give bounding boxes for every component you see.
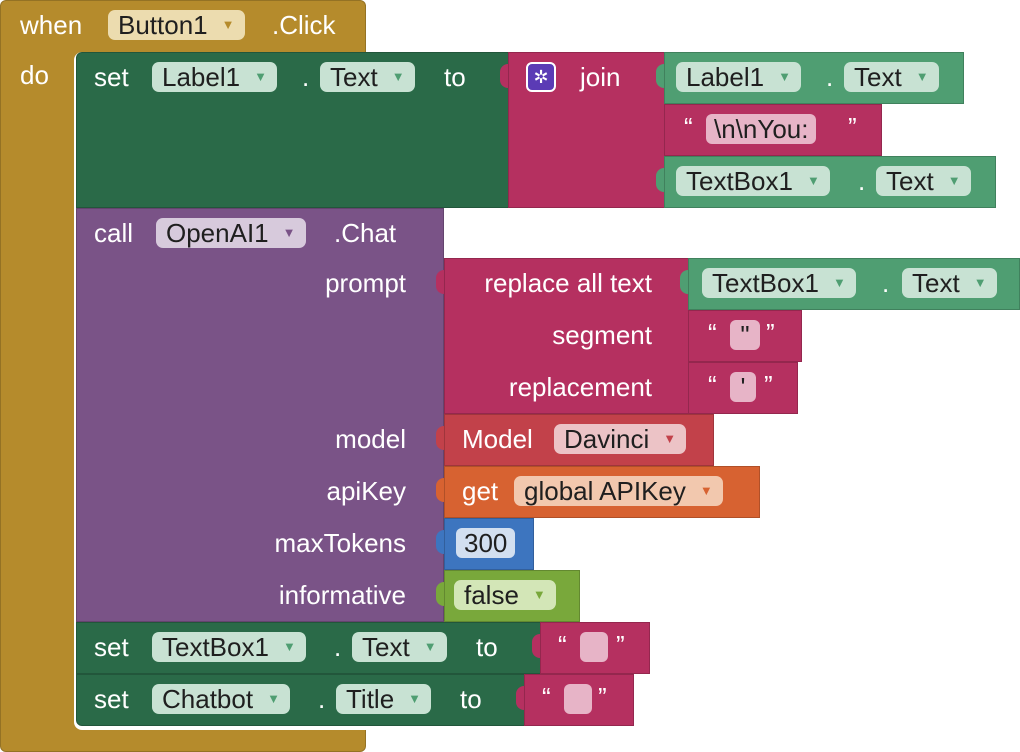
boolean-connector bbox=[436, 582, 444, 606]
maxtokens-param-label: maxTokens bbox=[274, 528, 407, 558]
set-keyword: set bbox=[94, 684, 129, 714]
textbox1-property-dropdown[interactable]: Text▼ bbox=[876, 166, 971, 196]
dot-separator: . bbox=[826, 62, 834, 92]
replace-all-text-label: replace all text bbox=[484, 268, 652, 298]
close-quote: ” bbox=[766, 318, 775, 348]
open-quote: “ bbox=[708, 370, 717, 400]
string-connector bbox=[656, 116, 664, 140]
boolean-value-dropdown[interactable]: false▼ bbox=[454, 580, 556, 610]
set-chatbot-title-block[interactable] bbox=[76, 674, 528, 726]
string-connector bbox=[680, 374, 688, 398]
set-keyword: set bbox=[94, 62, 129, 92]
string-connector bbox=[532, 634, 540, 658]
dot-separator: . bbox=[334, 632, 342, 662]
join-socket-connector bbox=[500, 64, 508, 88]
dot-separator: . bbox=[302, 62, 310, 92]
replace-all-text-block[interactable] bbox=[444, 258, 690, 414]
chatbot-component-dropdown[interactable]: Chatbot▼ bbox=[152, 684, 290, 714]
click-event-name: .Click bbox=[272, 10, 336, 40]
string-connector bbox=[680, 322, 688, 346]
openai1-component-dropdown[interactable]: OpenAI1▼ bbox=[156, 218, 306, 248]
replacement-text-field[interactable]: ' bbox=[730, 372, 756, 402]
apikey-connector bbox=[436, 478, 444, 502]
textbox1-component-dropdown[interactable]: TextBox1▼ bbox=[702, 268, 856, 298]
informative-param-label: informative bbox=[278, 580, 406, 610]
dot-separator: . bbox=[318, 684, 326, 714]
when-keyword: when bbox=[20, 10, 83, 40]
empty-string-field[interactable] bbox=[564, 684, 592, 714]
label1-getter-component-dropdown[interactable]: Label1▼ bbox=[676, 62, 801, 92]
label1-getter-property-dropdown[interactable]: Text▼ bbox=[844, 62, 939, 92]
number-connector bbox=[436, 530, 444, 554]
empty-string-field[interactable] bbox=[580, 632, 608, 662]
getter-connector bbox=[656, 168, 664, 192]
text-property-dropdown[interactable]: Text▼ bbox=[352, 632, 447, 662]
chat-method-name: .Chat bbox=[334, 218, 397, 248]
textbox1-property-dropdown[interactable]: Text▼ bbox=[902, 268, 997, 298]
apikey-param-label: apiKey bbox=[326, 476, 407, 506]
text-property-dropdown[interactable]: Text▼ bbox=[320, 62, 415, 92]
set-label1-text-block[interactable] bbox=[76, 52, 510, 208]
open-quote: “ bbox=[708, 318, 717, 348]
model-param-label: model bbox=[335, 424, 406, 454]
prompt-param-label: prompt bbox=[325, 268, 406, 298]
join-label: join bbox=[580, 62, 621, 92]
get-keyword: get bbox=[462, 476, 499, 506]
textbox1-component-dropdown[interactable]: TextBox1▼ bbox=[676, 166, 830, 196]
model-value-dropdown[interactable]: Davinci▼ bbox=[554, 424, 687, 454]
textbox1-component-dropdown[interactable]: TextBox1▼ bbox=[152, 632, 306, 662]
open-quote: “ bbox=[558, 630, 567, 660]
set-keyword: set bbox=[94, 632, 129, 662]
dot-separator: . bbox=[882, 268, 890, 298]
to-keyword: to bbox=[476, 632, 498, 662]
string-connector bbox=[516, 686, 524, 710]
open-quote: “ bbox=[542, 682, 551, 712]
call-keyword: call bbox=[94, 218, 134, 248]
open-quote: “ bbox=[684, 112, 693, 142]
close-quote: ” bbox=[848, 112, 857, 142]
getter-connector bbox=[680, 270, 688, 294]
segment-label: segment bbox=[552, 320, 652, 350]
segment-text-field[interactable]: " bbox=[730, 320, 760, 350]
close-quote: ” bbox=[764, 370, 773, 400]
to-keyword: to bbox=[444, 62, 466, 92]
button1-component-dropdown[interactable]: Button1▼ bbox=[108, 10, 245, 40]
close-quote: ” bbox=[598, 682, 607, 712]
call-openai1-chat-block[interactable] bbox=[76, 208, 444, 622]
model-block-label: Model bbox=[462, 424, 533, 454]
global-variable-dropdown[interactable]: global APIKey▼ bbox=[514, 476, 723, 506]
do-keyword: do bbox=[20, 60, 49, 90]
dot-separator: . bbox=[858, 166, 866, 196]
to-keyword: to bbox=[460, 684, 482, 714]
replacement-label: replacement bbox=[508, 372, 652, 402]
string-text-field[interactable]: \n\nYou: bbox=[706, 114, 817, 144]
replace-connector bbox=[436, 270, 444, 294]
gear-icon[interactable]: ✲ bbox=[526, 62, 556, 92]
title-property-dropdown[interactable]: Title▼ bbox=[336, 684, 432, 714]
max-tokens-number-field[interactable]: 300 bbox=[456, 528, 516, 558]
label1-component-dropdown[interactable]: Label1▼ bbox=[152, 62, 277, 92]
close-quote: ” bbox=[616, 630, 625, 660]
set-textbox1-text-block[interactable] bbox=[76, 622, 544, 674]
getter-connector bbox=[656, 64, 664, 88]
model-connector bbox=[436, 426, 444, 450]
